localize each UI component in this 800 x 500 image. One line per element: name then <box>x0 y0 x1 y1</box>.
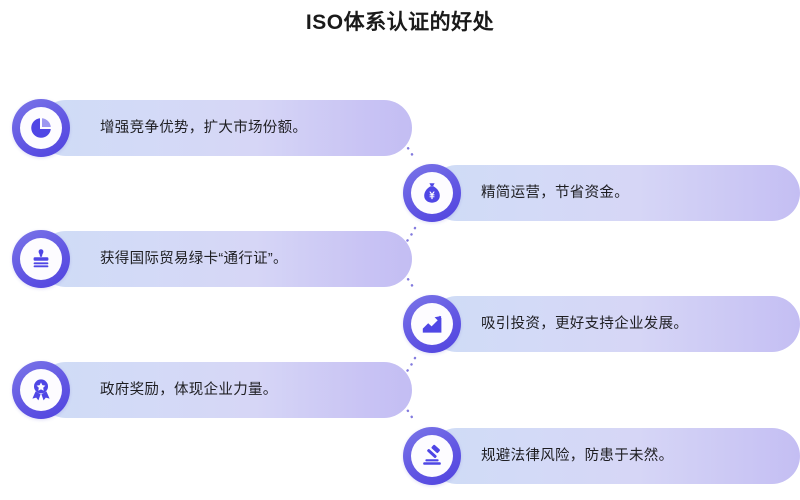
benefit-text: 增强竞争优势，扩大市场份额。 <box>100 120 308 136</box>
stamp-icon <box>20 238 62 280</box>
benefit-text: 规避法律风险，防患于未然。 <box>481 448 674 464</box>
benefit-icon-badge <box>12 361 70 419</box>
page-title: ISO体系认证的好处 <box>305 11 495 34</box>
benefit-bar <box>38 100 412 156</box>
benefit-text: 精简运营，节省资金。 <box>481 185 629 201</box>
benefit-icon-badge <box>403 295 461 353</box>
growth-chart-icon <box>411 303 453 345</box>
benefit-icon-badge <box>12 230 70 288</box>
benefit-bar <box>429 428 800 484</box>
benefit-text: 吸引投资，更好支持企业发展。 <box>481 316 689 332</box>
pie-chart-icon <box>20 107 62 149</box>
medal-award-icon <box>20 369 62 411</box>
benefit-text: 政府奖励，体现企业力量。 <box>100 382 278 398</box>
benefit-bar <box>38 362 412 418</box>
benefit-icon-badge <box>403 427 461 485</box>
benefit-icon-badge <box>12 99 70 157</box>
benefit-text: 获得国际贸易绿卡“通行证”。 <box>100 251 288 267</box>
benefit-icon-badge <box>403 164 461 222</box>
gavel-icon <box>411 435 453 477</box>
benefit-bar <box>429 296 800 352</box>
money-bag-yuan-icon <box>411 172 453 214</box>
benefit-bar <box>38 231 412 287</box>
benefit-bar <box>429 165 800 221</box>
